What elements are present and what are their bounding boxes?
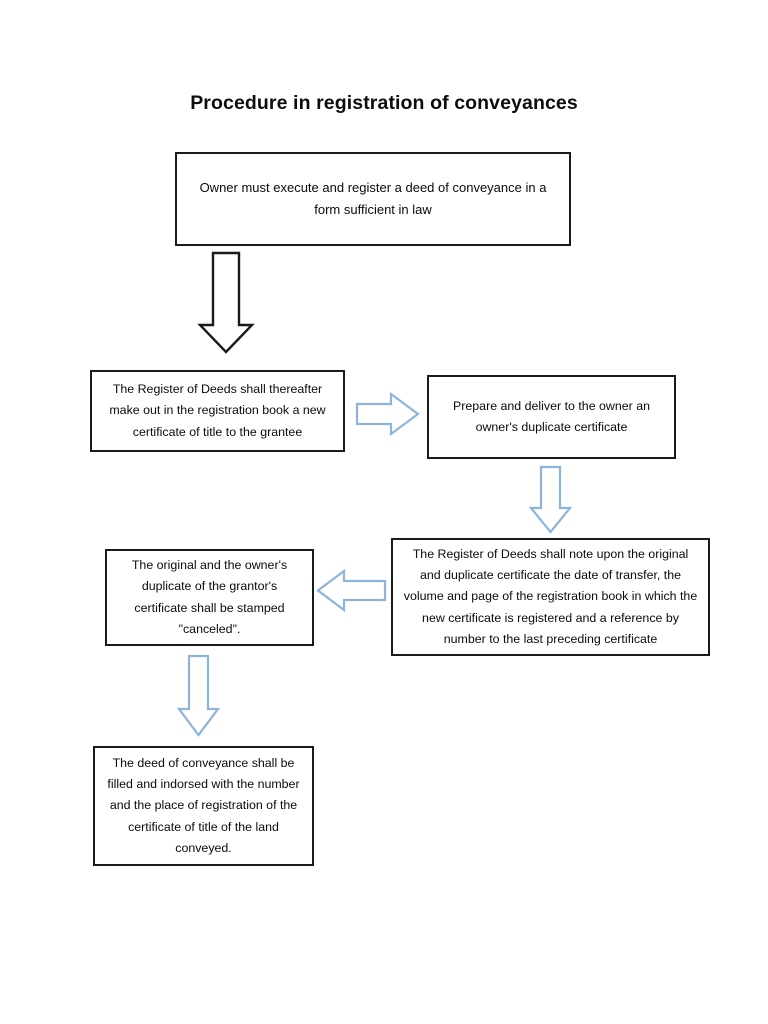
flow-node-6-label: The deed of conveyance shall be filled a… xyxy=(107,755,300,855)
flow-node-3-label: Prepare and deliver to the owner an owne… xyxy=(453,398,650,434)
page-title: Procedure in registration of conveyances xyxy=(190,92,578,114)
arrow-n5-to-n6-down-icon xyxy=(176,654,221,737)
arrow-n3-to-n4-down-icon xyxy=(528,465,573,534)
arrow-n2-to-n3-right-icon xyxy=(355,391,420,437)
flow-node-5-label: The original and the owner's duplicate o… xyxy=(131,557,288,636)
flow-node-1[interactable]: Owner must execute and register a deed o… xyxy=(175,152,571,246)
arrow-n1-to-n2-down-icon xyxy=(197,251,255,354)
flow-node-6[interactable]: The deed of conveyance shall be filled a… xyxy=(93,746,314,866)
flow-node-4[interactable]: The Register of Deeds shall note upon th… xyxy=(391,538,710,656)
flow-node-2-label: The Register of Deeds shall thereafter m… xyxy=(109,382,326,439)
flow-node-3[interactable]: Prepare and deliver to the owner an owne… xyxy=(427,375,676,459)
arrow-n4-to-n5-left-icon xyxy=(316,568,387,613)
flow-node-5[interactable]: The original and the owner's duplicate o… xyxy=(105,549,314,646)
flow-node-4-label: The Register of Deeds shall note upon th… xyxy=(403,546,698,646)
flow-node-2[interactable]: The Register of Deeds shall thereafter m… xyxy=(90,370,345,452)
flow-node-1-label: Owner must execute and register a deed o… xyxy=(199,179,547,217)
